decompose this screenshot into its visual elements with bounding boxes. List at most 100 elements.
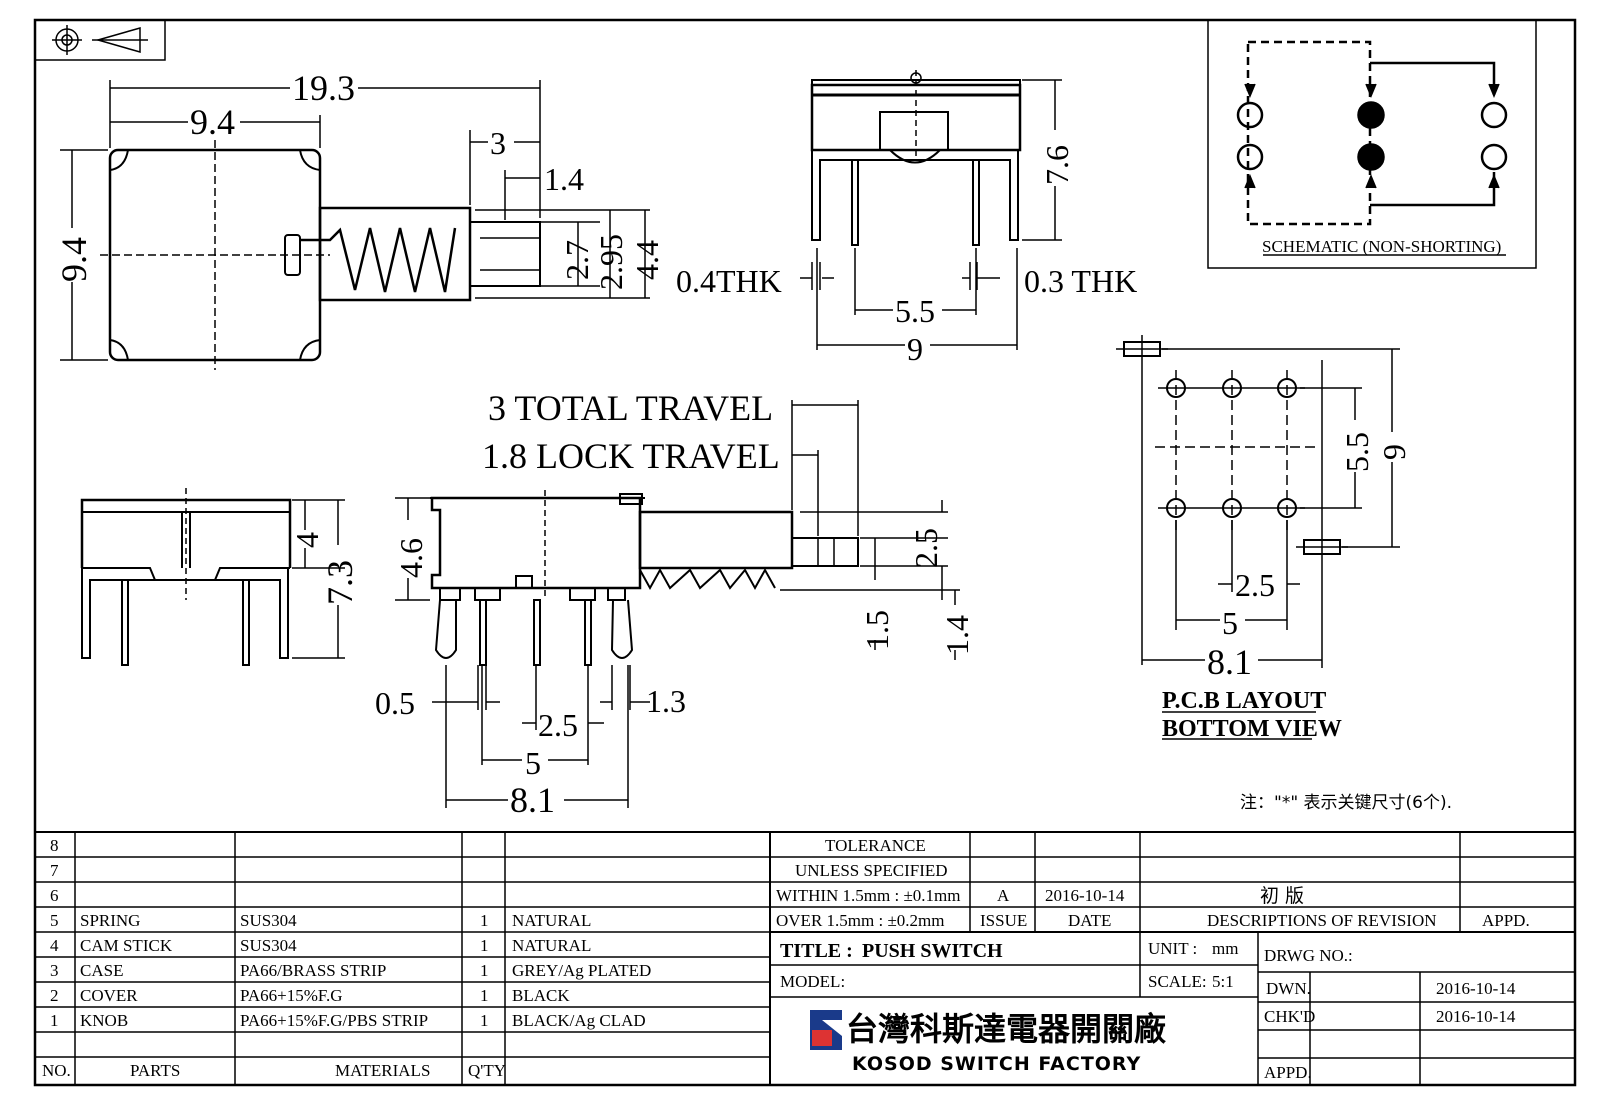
- bom-mat-2: PA66+15%F.G: [240, 986, 343, 1005]
- dim-pcb-55: 5.5: [1339, 432, 1375, 472]
- bom-no-1: 1: [50, 1011, 59, 1030]
- scale-label: SCALE:: [1148, 972, 1207, 991]
- side-view: [395, 400, 960, 808]
- revision-issue: A: [997, 886, 1010, 905]
- bom-no-4: 4: [50, 936, 59, 955]
- revision-desc: 初 版: [1260, 885, 1304, 907]
- dim-top-27: 2.7: [559, 240, 595, 280]
- dim-side-5: 5: [525, 745, 541, 781]
- schematic-label: SCHEMATIC (NON-SHORTING): [1262, 237, 1501, 256]
- dim-left-h1: 4: [289, 532, 325, 548]
- pcb-label-1: P.C.B LAYOUT: [1162, 688, 1326, 714]
- bom-part-2: COVER: [80, 986, 138, 1005]
- dim-left-h2: 7.3: [320, 560, 360, 605]
- dim-end-thk-right: 0.3 THK: [1024, 263, 1137, 299]
- bom-mat-1: PA66+15%F.G/PBS STRIP: [240, 1011, 428, 1030]
- unit-value: mm: [1212, 939, 1238, 958]
- bom-no-5: 5: [50, 911, 59, 930]
- dim-pcb-81: 8.1: [1207, 642, 1252, 682]
- dim-top-knob-tip: 1.4: [544, 161, 584, 197]
- tolerance-over: OVER 1.5mm : ±0.2mm: [776, 911, 944, 930]
- left-view: [80, 488, 345, 666]
- top-view: [60, 80, 650, 370]
- dim-end-width: 9: [907, 331, 923, 367]
- revision-date: 2016-10-14: [1045, 886, 1125, 905]
- key-dimension-note: 注："*" 表示关键尺寸(6个).: [1240, 793, 1452, 813]
- bom-fin-2: BLACK: [512, 986, 570, 1005]
- bom-fin-3: GREY/Ag PLATED: [512, 961, 651, 980]
- chkd-label: CHK'D: [1264, 1007, 1315, 1026]
- bom-fin-1: BLACK/Ag CLAD: [512, 1011, 646, 1030]
- bom-hdr-materials: MATERIALS: [335, 1061, 430, 1080]
- dim-top-half: 9.4: [190, 102, 235, 142]
- travel-lock: 1.8 LOCK TRAVEL: [482, 436, 780, 476]
- revision-hdr-desc: DESCRIPTIONS OF REVISION: [1207, 911, 1437, 930]
- dim-side-h1: 4.6: [393, 538, 429, 578]
- dwn-date: 2016-10-14: [1436, 979, 1516, 998]
- bom-no-2: 2: [50, 986, 59, 1005]
- bom-mat-4: SUS304: [240, 936, 297, 955]
- title-label: TITLE :: [780, 940, 853, 962]
- dim-side-05: 0.5: [375, 685, 415, 721]
- bom-part-3: CASE: [80, 961, 123, 980]
- bom-part-4: CAM STICK: [80, 936, 173, 955]
- bom-fin-5: NATURAL: [512, 911, 591, 930]
- bom-hdr-no: NO.: [42, 1061, 71, 1080]
- bom-part-1: KNOB: [80, 1011, 128, 1030]
- bom-part-5: SPRING: [80, 911, 140, 930]
- company-name-cn: 台灣科斯達電器開關廠: [846, 1010, 1166, 1048]
- dim-side-knob: 2.5: [908, 528, 944, 568]
- dim-end-pin-span: 5.5: [895, 293, 935, 329]
- appd-label: APPD.: [1264, 1063, 1312, 1082]
- bom-hdr-parts: PARTS: [130, 1061, 180, 1080]
- bom-mat-5: SUS304: [240, 911, 297, 930]
- drwg-label: DRWG NO.:: [1264, 946, 1353, 965]
- dim-top-height: 9.4: [54, 237, 94, 282]
- model-label: MODEL:: [780, 972, 845, 991]
- bom-hdr-qty: Q'TY: [468, 1061, 506, 1080]
- dim-side-14: 1.4: [939, 615, 975, 655]
- dim-pcb-5: 5: [1222, 605, 1238, 641]
- dim-end-height: 7.6: [1039, 145, 1075, 185]
- dim-top-295: 2.95: [593, 234, 629, 290]
- bom-qty-2: 1: [480, 986, 489, 1005]
- bom-qty-5: 1: [480, 911, 489, 930]
- revision-hdr-issue: ISSUE: [980, 911, 1027, 930]
- tolerance-within: WITHIN 1.5mm : ±0.1mm: [776, 886, 961, 905]
- dim-side-15: 1.5: [859, 610, 895, 650]
- end-view: [800, 70, 1062, 350]
- bom-qty-3: 1: [480, 961, 489, 980]
- dim-top-knob-len: 3: [490, 125, 506, 161]
- scale-value: 5:1: [1212, 972, 1234, 991]
- bom-row-8: 8: [50, 836, 59, 855]
- dim-pcb-25: 2.5: [1235, 567, 1275, 603]
- schematic: [1207, 19, 1537, 269]
- bom-no-3: 3: [50, 961, 59, 980]
- sheet-border: [33, 18, 1577, 1087]
- bom-fin-4: NATURAL: [512, 936, 591, 955]
- travel-total: 3 TOTAL TRAVEL: [488, 388, 773, 428]
- bom-mat-3: PA66/BRASS STRIP: [240, 961, 386, 980]
- pcb-label-2: BOTTOM VIEW: [1162, 716, 1342, 742]
- dim-side-pitch: 2.5: [538, 707, 578, 743]
- dim-pcb-9: 9: [1376, 444, 1412, 460]
- dim-top-44: 4.4: [629, 240, 665, 280]
- chkd-date: 2016-10-14: [1436, 1007, 1516, 1026]
- tolerance-line1: TOLERANCE: [825, 836, 926, 855]
- dim-side-81: 8.1: [510, 780, 555, 820]
- dwn-label: DWN.: [1266, 979, 1311, 998]
- dim-side-13: 1.3: [646, 683, 686, 719]
- dim-end-thk-left: 0.4THK: [676, 263, 782, 299]
- projection-symbol: [34, 19, 166, 61]
- title-block-grid: [35, 831, 1575, 1085]
- pcb-layout: [1116, 335, 1400, 740]
- title-value: PUSH SWITCH: [862, 940, 1003, 962]
- bom-qty-4: 1: [480, 936, 489, 955]
- dim-top-total: 19.3: [292, 68, 355, 108]
- revision-hdr-date: DATE: [1068, 911, 1111, 930]
- bom-row-6: 6: [50, 886, 59, 905]
- unit-label: UNIT :: [1148, 939, 1197, 958]
- company-name-en: KOSOD SWITCH FACTORY: [852, 1053, 1141, 1075]
- bom-row-7: 7: [50, 861, 59, 880]
